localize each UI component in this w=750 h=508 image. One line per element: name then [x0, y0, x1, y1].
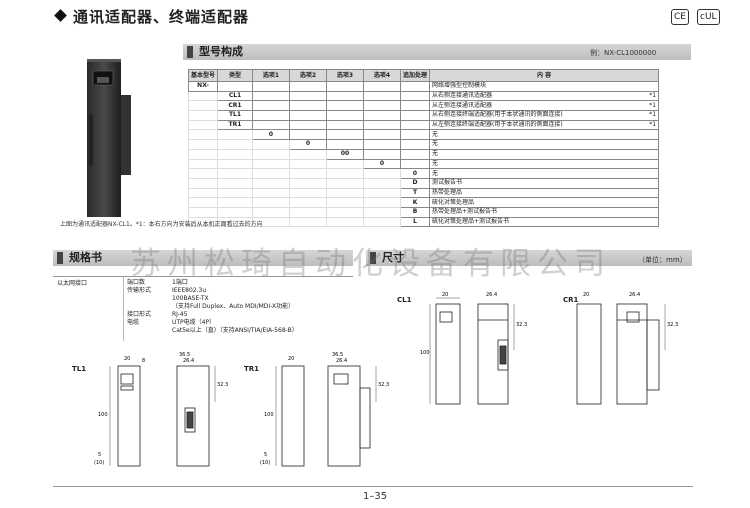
dimension-drawing-cr1: 20 26.4 32.3: [576, 292, 678, 405]
svg-text:5: 5: [98, 452, 101, 458]
col-header-opt1: 选项1: [252, 69, 291, 82]
watermark: 苏州松琦自动化设备有限公司: [130, 246, 611, 282]
spec-rows: 端口数 1端口 传输形式 IEEE802.3u 100BASE-TX （支持Fu…: [123, 277, 354, 341]
col-header-opt4: 选项4: [363, 69, 402, 82]
spec-block: 以太网接口 端口数 1端口 传输形式 IEEE802.3u 100BASE-TX…: [53, 276, 353, 341]
svg-text:100: 100: [264, 412, 274, 418]
table-row: CL1 从右侧连接通讯适配器*1: [187, 90, 660, 102]
col-header-opt2: 选项2: [289, 69, 328, 82]
svg-text:26.4: 26.4: [486, 292, 497, 298]
table-row: K 硫化对策处理品: [187, 197, 660, 208]
table-row: D 测试报告书: [187, 177, 660, 189]
svg-text:36.5: 36.5: [332, 352, 343, 358]
drawing-label-tr1: TR1: [244, 365, 260, 373]
table-row: TR1 从左侧连接终端适配器(用于本状通讯的侧面连接)*1: [187, 119, 660, 131]
svg-text:20: 20: [124, 356, 130, 362]
dimension-drawing-tr1: 20 100 5 (10): [260, 356, 305, 467]
svg-text:20: 20: [583, 292, 589, 298]
svg-text:100: 100: [98, 412, 108, 418]
col-header-type: 类型: [217, 69, 254, 82]
model-section-bar: 型号构成: [183, 44, 691, 60]
model-caption: 上图为通讯适配器NX-CL1。*1：本右方向为安装后从本机正面看过去的方向: [60, 221, 263, 228]
svg-text:26.4: 26.4: [336, 358, 347, 364]
model-table: 基本型号 类型 选项1 选项2 选项3 选项4 追加处理 内 容 NX- 网络增…: [187, 69, 660, 228]
svg-text:36.5: 36.5: [179, 352, 190, 358]
table-row: 0 无: [187, 168, 660, 179]
drawing-label-cr1: CR1: [563, 296, 579, 304]
page-title: 通讯适配器、终端适配器: [54, 6, 249, 27]
table-row: NX- 网络增强型控制模块: [187, 81, 660, 92]
table-row: CR1 从左侧连接通讯适配器*1: [187, 100, 660, 112]
col-header-base: 基本型号: [187, 69, 219, 82]
page-number: 1–35: [363, 491, 388, 502]
dimension-drawing-cl1: 20 26.4 100 32.3: [420, 292, 527, 405]
drawing-label-cl1: CL1: [397, 296, 412, 304]
col-header-content: 内 容: [429, 69, 660, 82]
dim-section-bar: 尺寸: [366, 250, 692, 266]
table-row: TL1 从右侧连接终端适配器(用于本状通讯的侧面连接)*1: [187, 110, 660, 121]
footer-rule: [53, 486, 693, 487]
svg-text:(10): (10): [260, 460, 270, 466]
dimension-drawing-tl1: 20 8 100 5 (10): [94, 356, 145, 467]
table-row: T 热带处理品: [187, 187, 660, 199]
svg-text:32.3: 32.3: [667, 322, 678, 328]
dimension-drawing-tr1-side: 36.5 26.4 32.3: [327, 352, 389, 467]
svg-text:8: 8: [142, 358, 145, 364]
cul-mark-icon: cUL: [697, 9, 720, 25]
svg-text:32.3: 32.3: [378, 382, 389, 388]
svg-text:20: 20: [288, 356, 294, 362]
spec-group-label: 以太网接口: [57, 280, 88, 287]
svg-text:20: 20: [442, 292, 448, 298]
diamond-bullet-icon: [54, 9, 67, 22]
drawing-label-tl1: TL1: [72, 365, 87, 373]
dim-unit: （单位：mm）: [638, 256, 687, 264]
svg-text:26.4: 26.4: [183, 358, 194, 364]
svg-text:100: 100: [420, 350, 430, 356]
model-example: 例：NX-CL1000000: [590, 49, 657, 57]
dimension-drawing-tl1-side: 36.5 26.4 32.3: [176, 352, 228, 467]
svg-text:32.3: 32.3: [516, 322, 527, 328]
table-row: 0 无: [187, 158, 660, 170]
svg-text:(10): (10): [94, 460, 104, 466]
svg-text:5: 5: [264, 452, 267, 458]
svg-text:26.4: 26.4: [629, 292, 640, 298]
table-row: 0 无: [187, 139, 660, 150]
col-header-opt3: 选项3: [326, 69, 365, 82]
ce-mark-icon: CE: [671, 9, 689, 25]
svg-text:32.3: 32.3: [217, 382, 228, 388]
table-row: 00 无: [187, 148, 660, 160]
col-header-extra: 追加处理: [400, 69, 431, 82]
adapter-product-image: [87, 59, 131, 217]
table-row: B 热带处理品+测试报告书: [187, 206, 660, 218]
table-row: L 硫化对策处理品+测试报告书: [187, 216, 660, 228]
spec-section-bar: 规格书: [53, 250, 353, 266]
table-row: 0 无: [187, 129, 660, 141]
